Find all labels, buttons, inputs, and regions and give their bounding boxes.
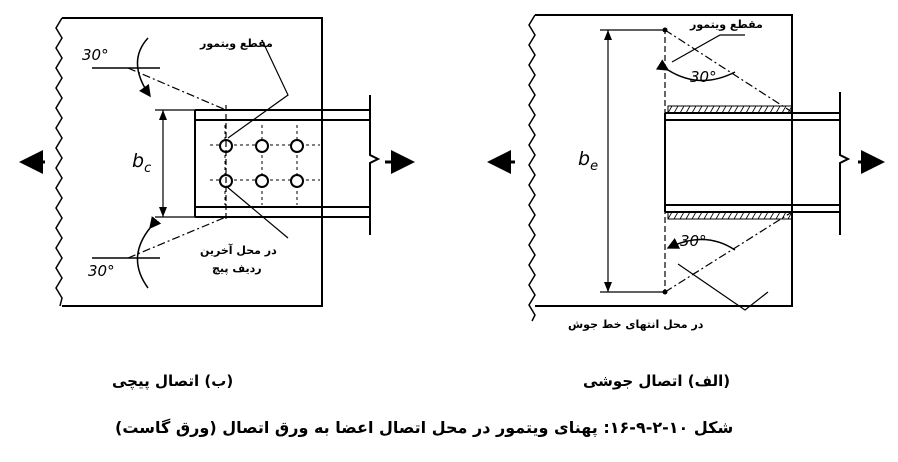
label-last-bolt-row-2: ردیف پیچ <box>212 262 262 275</box>
label-whitmore-section-welded: مقطع ویتمور <box>690 18 763 31</box>
leader-weld-end <box>677 263 769 311</box>
caption-bolted: (ب) اتصال پیچی <box>112 372 234 390</box>
width-label-be: be <box>578 148 599 174</box>
weld-bottom <box>667 211 793 220</box>
label-weld-end: در محل انتهای خط جوش <box>568 318 704 331</box>
leader-section <box>671 34 745 63</box>
bolt <box>255 174 269 188</box>
spread-line-bottom <box>127 216 227 259</box>
member-outline <box>194 109 370 218</box>
caption-welded: (الف) اتصال جوشی <box>583 372 731 390</box>
leader-last-row <box>225 185 289 239</box>
weld-top <box>667 105 793 114</box>
spread-line-top <box>127 67 227 111</box>
angle-arc-bottom <box>666 238 736 251</box>
member-end-plate <box>369 95 381 235</box>
figure-title: شکل ۱۰-۲-۹-۱۶: پهنای ویتمور در محل اتصال… <box>115 418 734 437</box>
bolt <box>290 174 304 188</box>
width-label-bc: bc <box>132 150 152 176</box>
gusset-plate-outline <box>535 14 793 307</box>
angle-arc-bottom <box>136 216 162 289</box>
angle-label-top-welded: 30° <box>690 68 717 86</box>
dimension-line-be <box>600 29 665 293</box>
leader-section <box>227 39 289 139</box>
gusset-break-line <box>55 17 63 307</box>
angle-arc-top <box>136 37 151 98</box>
label-last-bolt-row-1: در محل آخرین <box>200 244 277 257</box>
angle-label-bottom-bolted: 30° <box>88 262 115 280</box>
gusset-plate-outline <box>62 17 323 307</box>
dimension-line-bc <box>155 109 198 218</box>
gusset-break-line <box>528 14 536 322</box>
bolt <box>290 139 304 153</box>
spread-line-bottom <box>664 211 793 293</box>
label-whitmore-section-bolted: مقطع ویتمور <box>200 37 273 50</box>
angle-arc-top <box>655 59 736 82</box>
bolted-connection-panel <box>19 17 415 307</box>
spread-line-top <box>664 29 793 113</box>
welded-connection-panel <box>487 14 885 322</box>
bolt-group <box>219 139 304 188</box>
angle-label-bottom-welded: 30° <box>680 232 707 250</box>
bolt <box>255 139 269 153</box>
angle-label-top-bolted: 30° <box>82 46 109 64</box>
member-outline <box>664 112 840 213</box>
member-end-plate <box>839 92 851 235</box>
